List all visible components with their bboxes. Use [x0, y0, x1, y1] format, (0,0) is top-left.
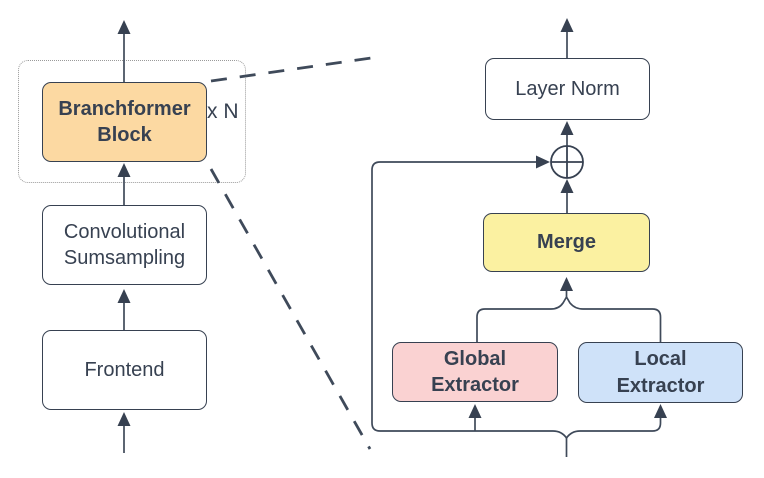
- flow-arrowheads: [117, 18, 667, 426]
- merge-label: Merge: [537, 231, 596, 254]
- repeat-group-outline: [18, 60, 246, 183]
- merge-box: Merge: [483, 213, 650, 272]
- global-extractor-box: Global Extractor: [392, 342, 558, 402]
- global-extractor-label: Global Extractor: [431, 347, 519, 396]
- branchformer-block-label: Branchformer Block: [58, 97, 191, 146]
- arrowhead-into-merge: [560, 277, 573, 291]
- sum-plus-icon: [550, 145, 584, 179]
- zoom-dashed-lines: [209, 56, 372, 450]
- arrowhead-into-sum-left: [536, 155, 550, 169]
- arrowhead-into-layernorm: [560, 121, 574, 135]
- wire-residual-and-split: [371, 161, 662, 440]
- branchformer-block-box: Branchformer Block: [42, 82, 207, 162]
- arrowhead-into-branchformer: [117, 163, 131, 177]
- repeat-count-label: x N: [207, 100, 239, 123]
- arrowhead-branchformer-out: [117, 20, 131, 34]
- wire-local-to-merge: [565, 296, 662, 342]
- frontend-box: Frontend: [42, 330, 207, 410]
- convolutional-sumsampling-box: Convolutional Sumsampling: [42, 205, 207, 285]
- arrowhead-into-conv: [117, 289, 131, 303]
- convolutional-sumsampling-label: Convolutional Sumsampling: [63, 220, 186, 269]
- zoom-dash-top: [210, 56, 372, 83]
- layer-norm-box: Layer Norm: [485, 58, 650, 120]
- flow-lines: [123, 32, 662, 457]
- local-extractor-box: Local Extractor: [578, 342, 743, 403]
- layer-norm-label: Layer Norm: [515, 77, 620, 100]
- arrowhead-layernorm-out: [560, 18, 574, 32]
- frontend-label: Frontend: [84, 358, 165, 381]
- arrowhead-into-sum-bottom: [560, 179, 574, 193]
- arrowhead-into-local: [654, 404, 667, 418]
- arrowhead-into-frontend: [117, 412, 131, 426]
- wire-global-to-merge: [476, 296, 568, 342]
- local-extractor-label: Local Extractor: [616, 348, 705, 397]
- arrowhead-into-global: [468, 404, 482, 418]
- zoom-dash-bottom: [209, 168, 372, 450]
